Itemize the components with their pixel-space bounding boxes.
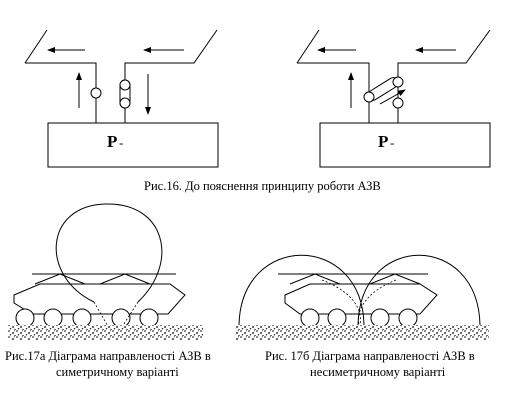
- left-wheel-4: [111, 308, 131, 328]
- right-switch-contact-bottom: [392, 97, 404, 109]
- left-antenna-mast-r: [99, 273, 151, 285]
- fig17b-diagram: [235, 254, 489, 340]
- fig17b-caption-line1: Рис. 17б Діаграма направленості АЗВ в: [265, 349, 475, 363]
- right-switch-contact-left: [363, 91, 375, 103]
- left-wheel-5: [139, 308, 159, 328]
- right-wire-right: [397, 29, 491, 123]
- asymmetric-lobe-left: [238, 254, 365, 326]
- left-block: [47, 122, 219, 168]
- symmetric-lobe: [55, 203, 163, 303]
- right-ground: [235, 325, 489, 340]
- left-vehicle-hull: [13, 283, 186, 315]
- right-wheel-3: [370, 308, 390, 328]
- right-block: [319, 122, 491, 168]
- right-antenna-mast-l: [289, 273, 341, 285]
- left-wire-right: [124, 29, 218, 123]
- left-lobe-dotted: [93, 301, 139, 331]
- left-antenna-mast-l: [34, 273, 86, 285]
- right-block-label: P: [378, 132, 388, 151]
- left-ground: [8, 325, 203, 340]
- right-switch-contact-top: [392, 76, 404, 88]
- asymmetric-lobe-right: [357, 254, 481, 326]
- right-antenna-mast-r: [369, 273, 421, 285]
- left-switch-contact-bottom: [119, 97, 131, 109]
- fig16-right-diagram: P -: [296, 29, 491, 168]
- fig16-caption: Рис.16. До пояснення принципу роботи АЗВ: [144, 179, 381, 193]
- right-block-sub: -: [390, 135, 394, 150]
- right-wire-left: [296, 29, 370, 123]
- fig17b-caption-line2: несиметричному варіанті: [310, 365, 446, 379]
- left-switch-contact: [90, 87, 102, 99]
- left-wheel-3: [72, 308, 92, 328]
- right-vehicle-hull: [284, 283, 438, 315]
- left-block-sub: -: [119, 135, 123, 150]
- left-wheel-1: [15, 308, 35, 328]
- fig17a-caption-line2: симетричному варіанті: [56, 365, 179, 379]
- fig17a-caption-line1: Рис.17а Діаграма направленості АЗВ в: [5, 349, 211, 363]
- right-arrow-diagonal: [379, 89, 406, 105]
- right-wheel-1: [300, 308, 320, 328]
- right-wheel-2: [327, 308, 347, 328]
- left-wire-left: [24, 29, 97, 123]
- left-block-label: P: [107, 132, 117, 151]
- fig17a-diagram: [8, 203, 203, 340]
- left-switch-contact-top: [119, 79, 131, 91]
- left-wheel-2: [43, 308, 63, 328]
- fig16-left-diagram: P -: [24, 29, 219, 168]
- right-wheel-4: [398, 308, 418, 328]
